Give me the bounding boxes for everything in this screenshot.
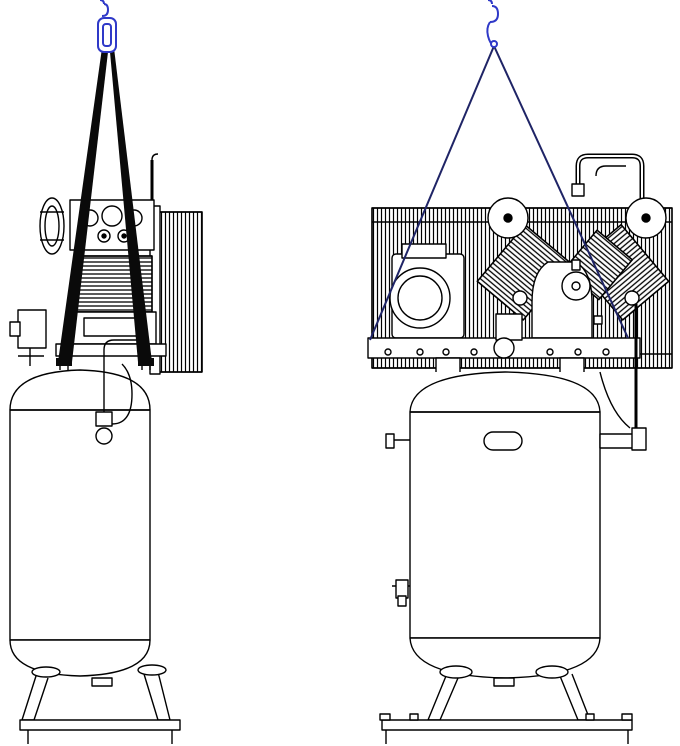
side-pump-head [39, 197, 167, 357]
side-view [9, 153, 203, 744]
front-view [367, 153, 673, 744]
front-crankcase [531, 259, 603, 339]
side-legs [19, 664, 181, 744]
lifting-hook-icon [486, 0, 500, 48]
side-tank [9, 339, 151, 687]
side-pressure-switch [9, 309, 47, 366]
strap-sling [56, 48, 154, 366]
front-base-plate [367, 313, 641, 359]
side-radiator [149, 153, 203, 375]
front-legs [379, 665, 633, 744]
front-discharge-pipe [571, 153, 645, 204]
cable-sling [369, 45, 629, 341]
front-motor [389, 243, 465, 339]
lifting-hook-icon [97, 0, 117, 53]
